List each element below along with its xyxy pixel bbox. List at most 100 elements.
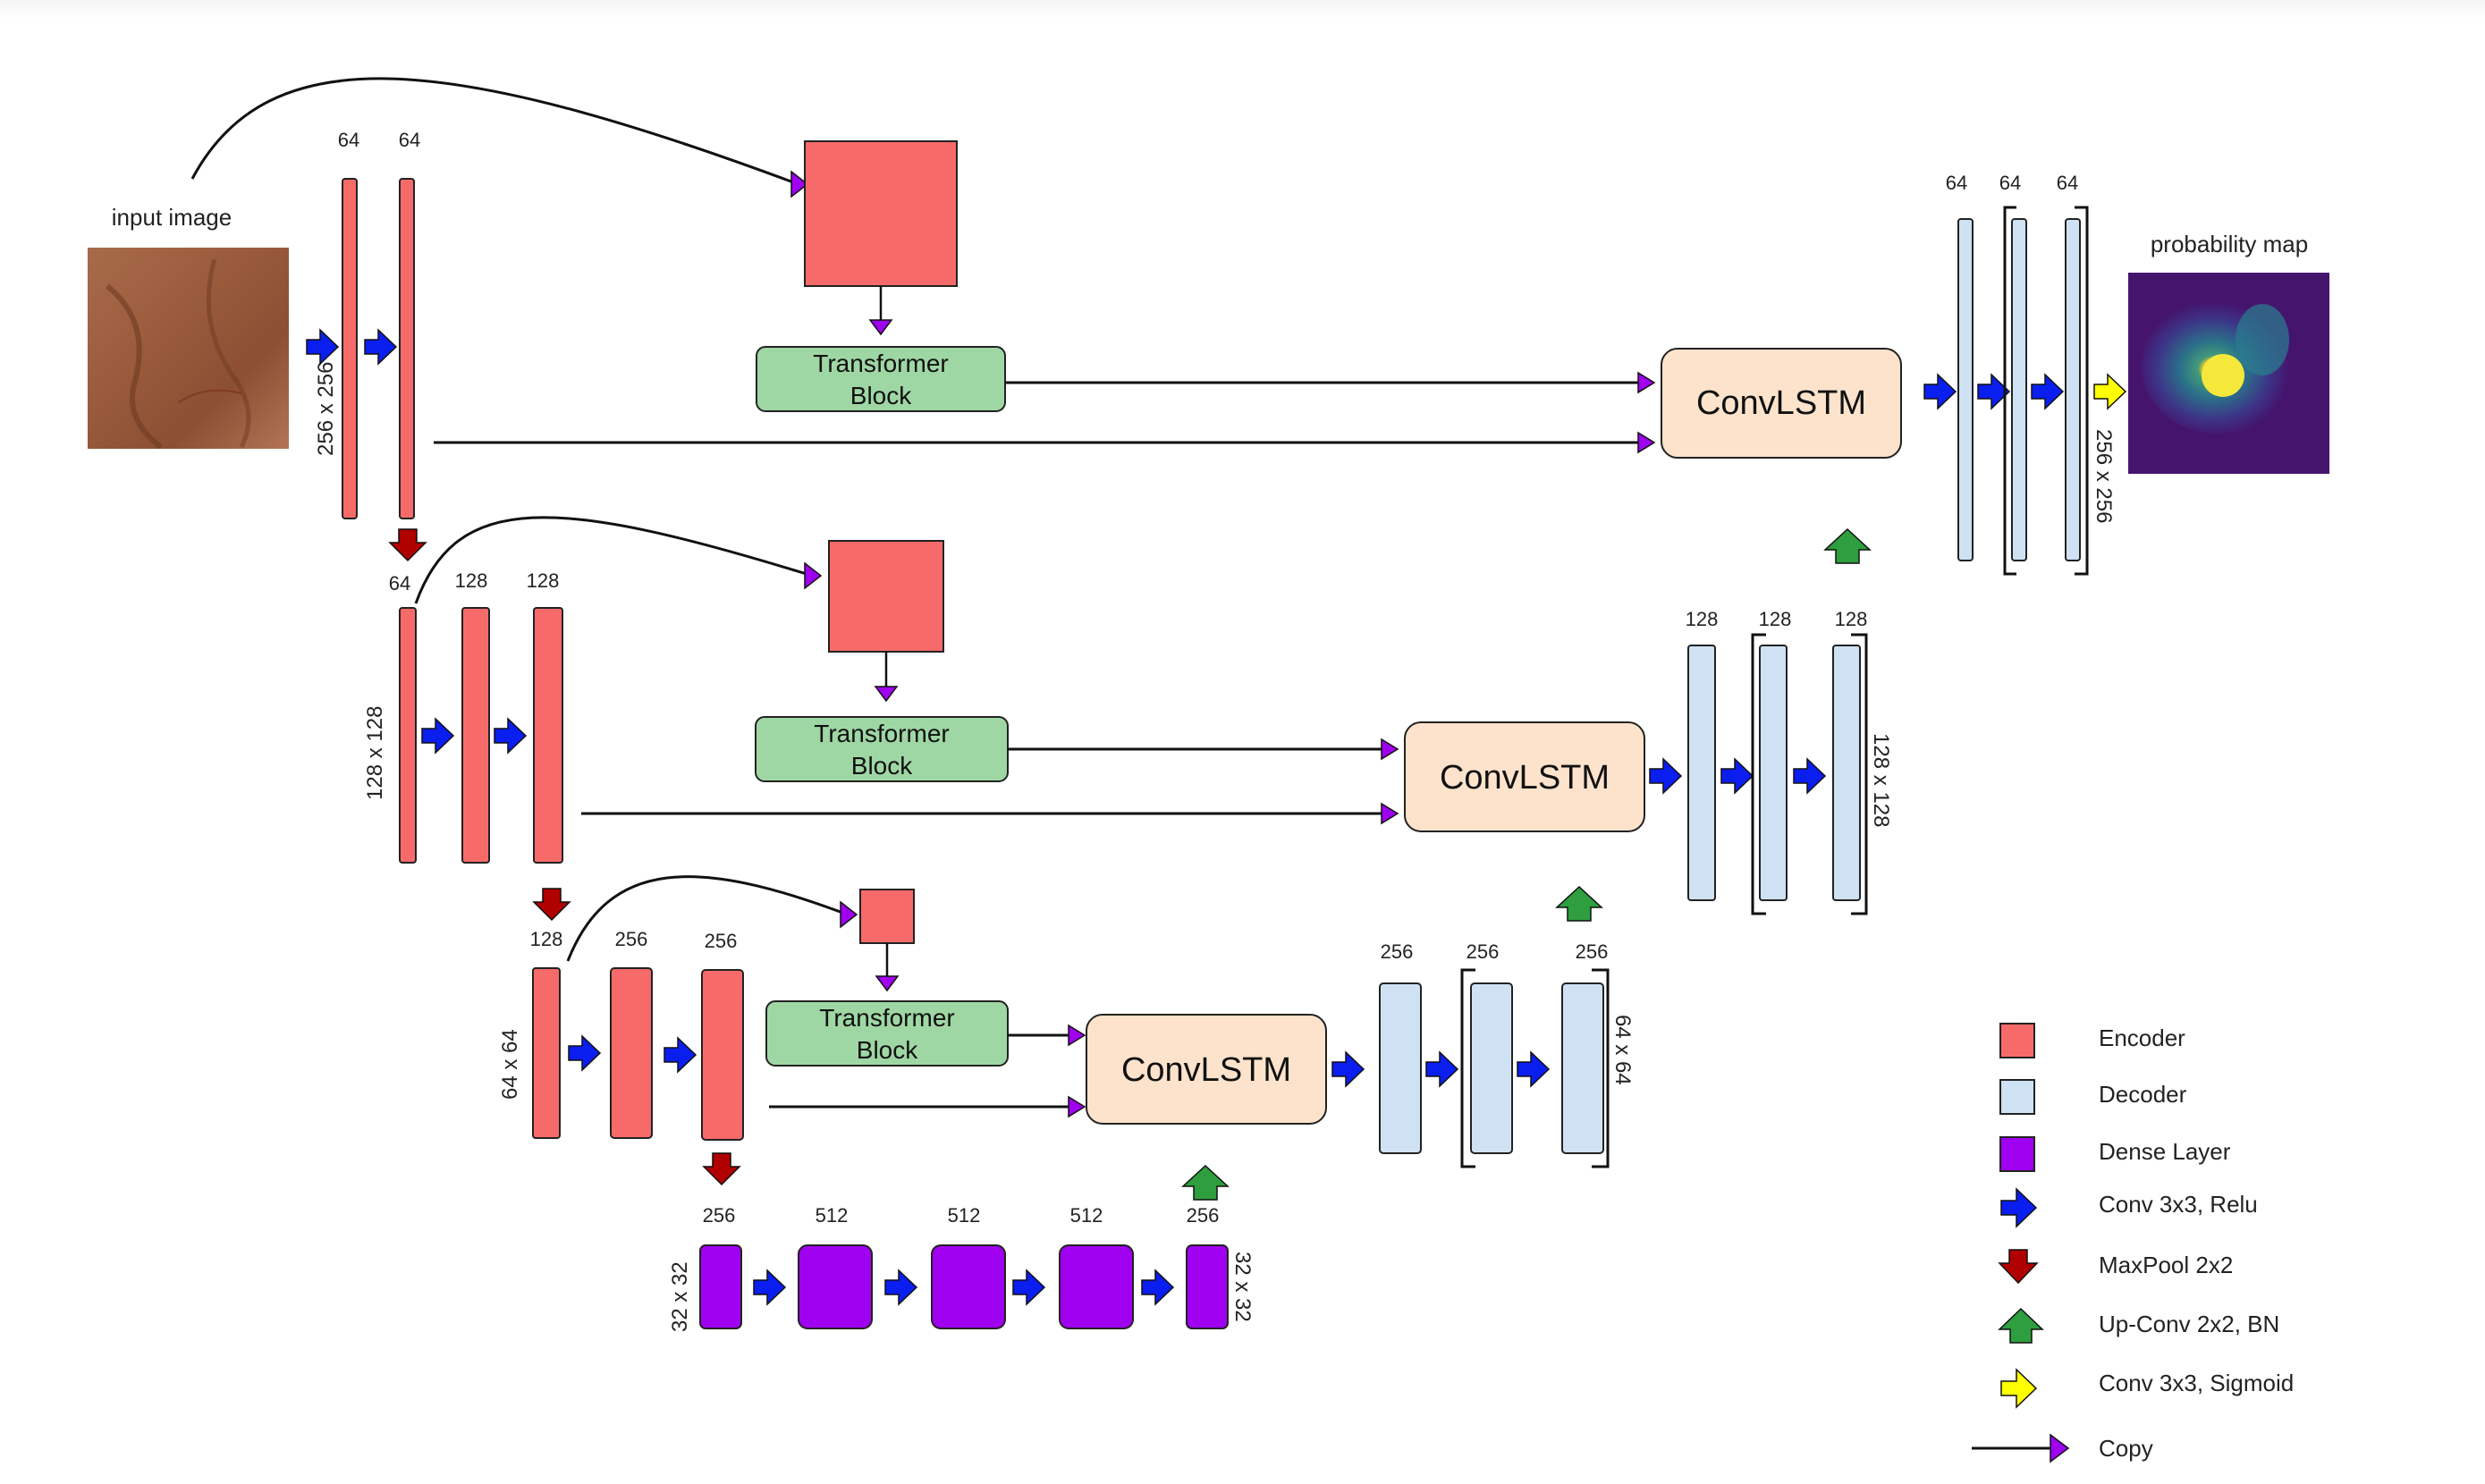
- arrowhead: [875, 975, 900, 992]
- copy-curve-2: [414, 516, 810, 604]
- encoder-block: [399, 178, 415, 519]
- encoder-block: [610, 967, 653, 1139]
- sigmoid-legend-icon: [2000, 1368, 2038, 1409]
- copy-curve-3: [566, 875, 846, 962]
- convlstm-block: [1404, 721, 1645, 832]
- arrowhead: [1637, 371, 1656, 394]
- channel-label: 256: [615, 928, 648, 950]
- dense-block: [798, 1244, 873, 1329]
- channel-label: 256: [1381, 940, 1414, 963]
- channel-label: 256: [1187, 1204, 1220, 1227]
- conv-arrow: [1331, 1050, 1365, 1088]
- channel-label: 512: [948, 1204, 981, 1227]
- channel-label: 64: [399, 129, 420, 151]
- bracket: [1851, 633, 1868, 915]
- arrowhead: [1637, 431, 1656, 454]
- maxpool-legend-icon: [1998, 1249, 2039, 1285]
- conv-arrow: [1977, 373, 2011, 410]
- transformer-label-line1: Transformer: [814, 720, 949, 747]
- transformer-label-line1: Transformer: [813, 350, 948, 377]
- legend-label: Dense Layer: [2099, 1138, 2231, 1165]
- arrowhead: [1068, 1095, 1086, 1118]
- up-conv-arrow: [1555, 885, 1603, 922]
- convlstm-label: ConvLSTM: [1440, 759, 1610, 797]
- decoder-block: [1379, 982, 1422, 1154]
- legend-label: Copy: [2099, 1435, 2153, 1462]
- conv-arrow: [1649, 757, 1683, 795]
- legend: Encoder Decoder Dense Layer Conv 3x3, Re…: [1972, 1023, 2294, 1463]
- conv-relu-legend-icon: [2000, 1187, 2038, 1228]
- conv-arrow: [1517, 1050, 1551, 1088]
- conv-arrow: [1141, 1269, 1175, 1306]
- dense-legend-icon: [1999, 1136, 2035, 1172]
- dense-block: [1186, 1244, 1229, 1329]
- decoder-block: [1832, 645, 1861, 901]
- transformer-label-line2: Block: [850, 382, 912, 409]
- bracket: [2003, 206, 2016, 576]
- channel-label: 64: [389, 572, 410, 594]
- encoder-block: [533, 607, 563, 864]
- conv-arrow: [494, 717, 528, 755]
- transformer-label-line2: Block: [857, 1036, 918, 1064]
- channel-label: 128: [527, 569, 560, 592]
- transformer-label-line2: Block: [851, 752, 913, 780]
- copy-legend-icon: [2050, 1433, 2070, 1463]
- channel-label: 512: [1070, 1204, 1103, 1227]
- conv-arrow: [1923, 373, 1957, 410]
- encoder-legend-icon: [1999, 1023, 2035, 1058]
- resolution-label: 64 x 64: [1610, 1015, 1635, 1085]
- convlstm-label: ConvLSTM: [1696, 384, 1866, 422]
- encoder-block: [342, 178, 358, 519]
- convlstm-block: [1661, 348, 1902, 459]
- channel-label: 512: [816, 1204, 849, 1227]
- legend-label: Conv 3x3, Relu: [2099, 1191, 2258, 1218]
- channel-label: 128: [530, 928, 563, 950]
- conv-arrow: [1012, 1269, 1046, 1306]
- convlstm-label: ConvLSTM: [1121, 1051, 1291, 1089]
- bracket: [2075, 206, 2089, 576]
- transformer-label-line1: Transformer: [819, 1004, 954, 1032]
- up-conv-legend-icon: [1998, 1307, 2044, 1344]
- bracket: [1751, 633, 1766, 915]
- channel-label: 64: [338, 129, 359, 151]
- resolution-label: 32 x 32: [668, 1261, 692, 1332]
- channel-label: 128: [1686, 608, 1719, 630]
- channel-label: 64: [2057, 172, 2078, 194]
- channel-label: 64: [1999, 172, 2021, 194]
- transformer-block: [765, 1000, 1009, 1067]
- conv-arrow: [753, 1269, 787, 1306]
- conv-arrow: [664, 1036, 697, 1074]
- dense-block: [1059, 1244, 1134, 1329]
- copy-arrowhead-1: [790, 170, 809, 198]
- resolution-label: 64 x 64: [498, 1029, 522, 1100]
- encoder-block: [532, 967, 561, 1139]
- legend-label: Conv 3x3, Sigmoid: [2099, 1370, 2294, 1396]
- probability-map-label: probability map: [2151, 231, 2308, 257]
- copy-arrowhead-2: [804, 561, 823, 590]
- attention-block: [804, 140, 958, 287]
- decoder-block: [1561, 982, 1604, 1154]
- bracket: [1460, 968, 1475, 1168]
- encoder-block: [461, 607, 490, 864]
- arrowhead: [868, 319, 893, 336]
- decoder-block: [1687, 645, 1716, 901]
- conv-arrow: [1425, 1050, 1459, 1088]
- input-image: [88, 248, 289, 450]
- conv-arrow: [568, 1034, 602, 1072]
- attention-block: [828, 540, 944, 653]
- decoder-block: [1957, 218, 1974, 561]
- conv-arrow: [1793, 757, 1827, 795]
- decoder-block: [2011, 218, 2027, 561]
- channel-label: 256: [703, 1204, 736, 1227]
- channel-label: 256: [1466, 940, 1500, 963]
- arrowhead: [1381, 738, 1399, 761]
- sigmoid-arrow: [2093, 373, 2127, 410]
- copy-arrowhead-3: [840, 900, 858, 929]
- dense-block: [931, 1244, 1006, 1329]
- conv-arrow: [1720, 757, 1754, 795]
- dense-block: [699, 1244, 742, 1329]
- up-conv-arrow: [1823, 527, 1872, 564]
- transformer-block: [756, 346, 1006, 412]
- legend-label: MaxPool 2x2: [2099, 1252, 2233, 1278]
